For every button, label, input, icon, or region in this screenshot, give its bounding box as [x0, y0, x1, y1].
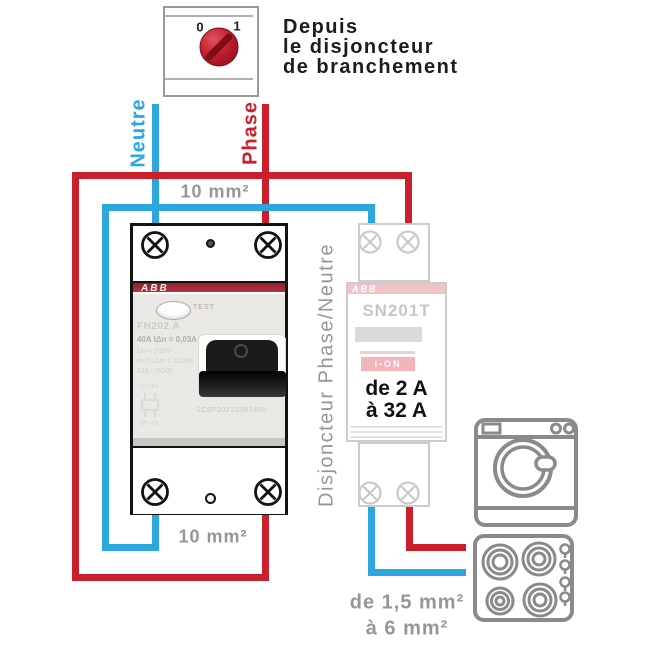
test-button	[156, 301, 191, 320]
screw-terminal-icon	[254, 231, 282, 259]
phase-wire-label: Phase	[239, 101, 262, 165]
screw-terminal-icon	[254, 478, 282, 506]
breaker-pink-line	[360, 351, 415, 354]
rcd-schematic-icon	[141, 393, 159, 417]
circuit-gauge-line2: à 6 mm²	[365, 617, 449, 640]
screw-terminal-icon	[358, 481, 382, 505]
main-switch-box: 0 1	[163, 6, 259, 97]
screw-terminal-icon	[141, 478, 169, 506]
phase-link-wire	[72, 172, 412, 581]
breaker-on-label: I-ON	[361, 357, 415, 371]
mounting-hole-icon	[204, 492, 216, 504]
screw-terminal-icon	[358, 230, 382, 254]
rcd-brand-band: ABB	[133, 281, 285, 294]
screw-terminal-icon	[141, 231, 169, 259]
rcd-breaker-fh202: ABB TEST FH202 A 40A IΔn = 0,03A Un = 23…	[130, 223, 288, 515]
title-line-1: Depuis	[283, 16, 359, 38]
test-label: TEST	[193, 304, 215, 311]
rcd-spec-line: Im = IΔm = 1000A	[137, 358, 194, 365]
toggle-ring-icon	[234, 344, 248, 358]
screw-terminal-icon	[396, 230, 420, 254]
diagram-title: Depuis le disjoncteur de branchement	[283, 17, 458, 77]
rcd-brand-label: ABB	[141, 283, 169, 294]
breaker-rating-line1: de 2 A	[365, 377, 428, 400]
rcd-spec-line: Un = 230V~	[137, 348, 175, 355]
switch-top-line	[165, 15, 253, 17]
rcd-rating-label: 40A IΔn = 0,03A	[137, 335, 197, 344]
breaker-groove-line	[350, 431, 443, 433]
screw-terminal-icon	[396, 481, 420, 505]
breaker-body-sn201t: ABB SN201T I-ON de 2 A à 32 A	[346, 282, 447, 442]
rcd-product-code: 2CSF202102R1400	[197, 407, 267, 414]
breaker-brand-band: ABB	[348, 284, 445, 294]
rcd-top-terminals	[133, 226, 285, 281]
breaker-toggle-icon	[355, 327, 422, 342]
toggle-bar-icon	[199, 371, 286, 397]
supply-gauge-label: 10 mm²	[180, 181, 250, 202]
rcd-spec-line: 63A □ 6000	[137, 368, 173, 375]
switch-off-label: 0	[196, 19, 204, 35]
phase-output-wire	[406, 506, 466, 551]
rcd-body: TEST FH202 A 40A IΔn = 0,03A Un = 230V~ …	[133, 294, 286, 446]
output-gauge-label: 10 mm²	[178, 526, 248, 547]
breaker-model-label: SN201T	[362, 301, 431, 320]
breaker-bottom-terminals	[358, 442, 430, 507]
cooktop-icon	[473, 534, 574, 622]
breaker-top-terminals	[358, 223, 430, 282]
rcd-bottom-terminals	[133, 446, 285, 514]
rcd-terminal-marks-top: 1/2 3/4	[140, 384, 159, 390]
breaker-brand-label: ABB	[352, 284, 378, 294]
breaker-caption: Disjoncteur Phase/Neutre	[315, 243, 338, 507]
breaker-rating-label: de 2 A à 32 A	[348, 378, 445, 422]
indicator-dot-icon	[205, 238, 215, 248]
switch-on-label: 1	[233, 18, 241, 34]
circuit-gauge-line1: de 1,5 mm²	[349, 591, 465, 614]
rcd-model-label: FH202 A	[137, 321, 181, 332]
neutral-output-wire	[368, 506, 466, 576]
title-line-3: de branchement	[283, 56, 459, 78]
rcd-lower-strip	[133, 438, 285, 446]
neutral-wire-label: Neutre	[127, 98, 150, 168]
breaker-groove-line	[350, 426, 443, 428]
breaker-rating-line2: à 32 A	[365, 399, 428, 422]
neutral-link-wire	[102, 204, 375, 551]
rcd-terminal-marks-bottom: 2/1 4/3	[140, 421, 159, 427]
washing-machine-icon	[474, 418, 578, 527]
rotary-knob-icon	[199, 27, 239, 67]
switch-bottom-line	[165, 78, 253, 80]
title-line-2: le disjoncteur	[283, 36, 435, 58]
breaker-groove-line	[350, 436, 443, 438]
